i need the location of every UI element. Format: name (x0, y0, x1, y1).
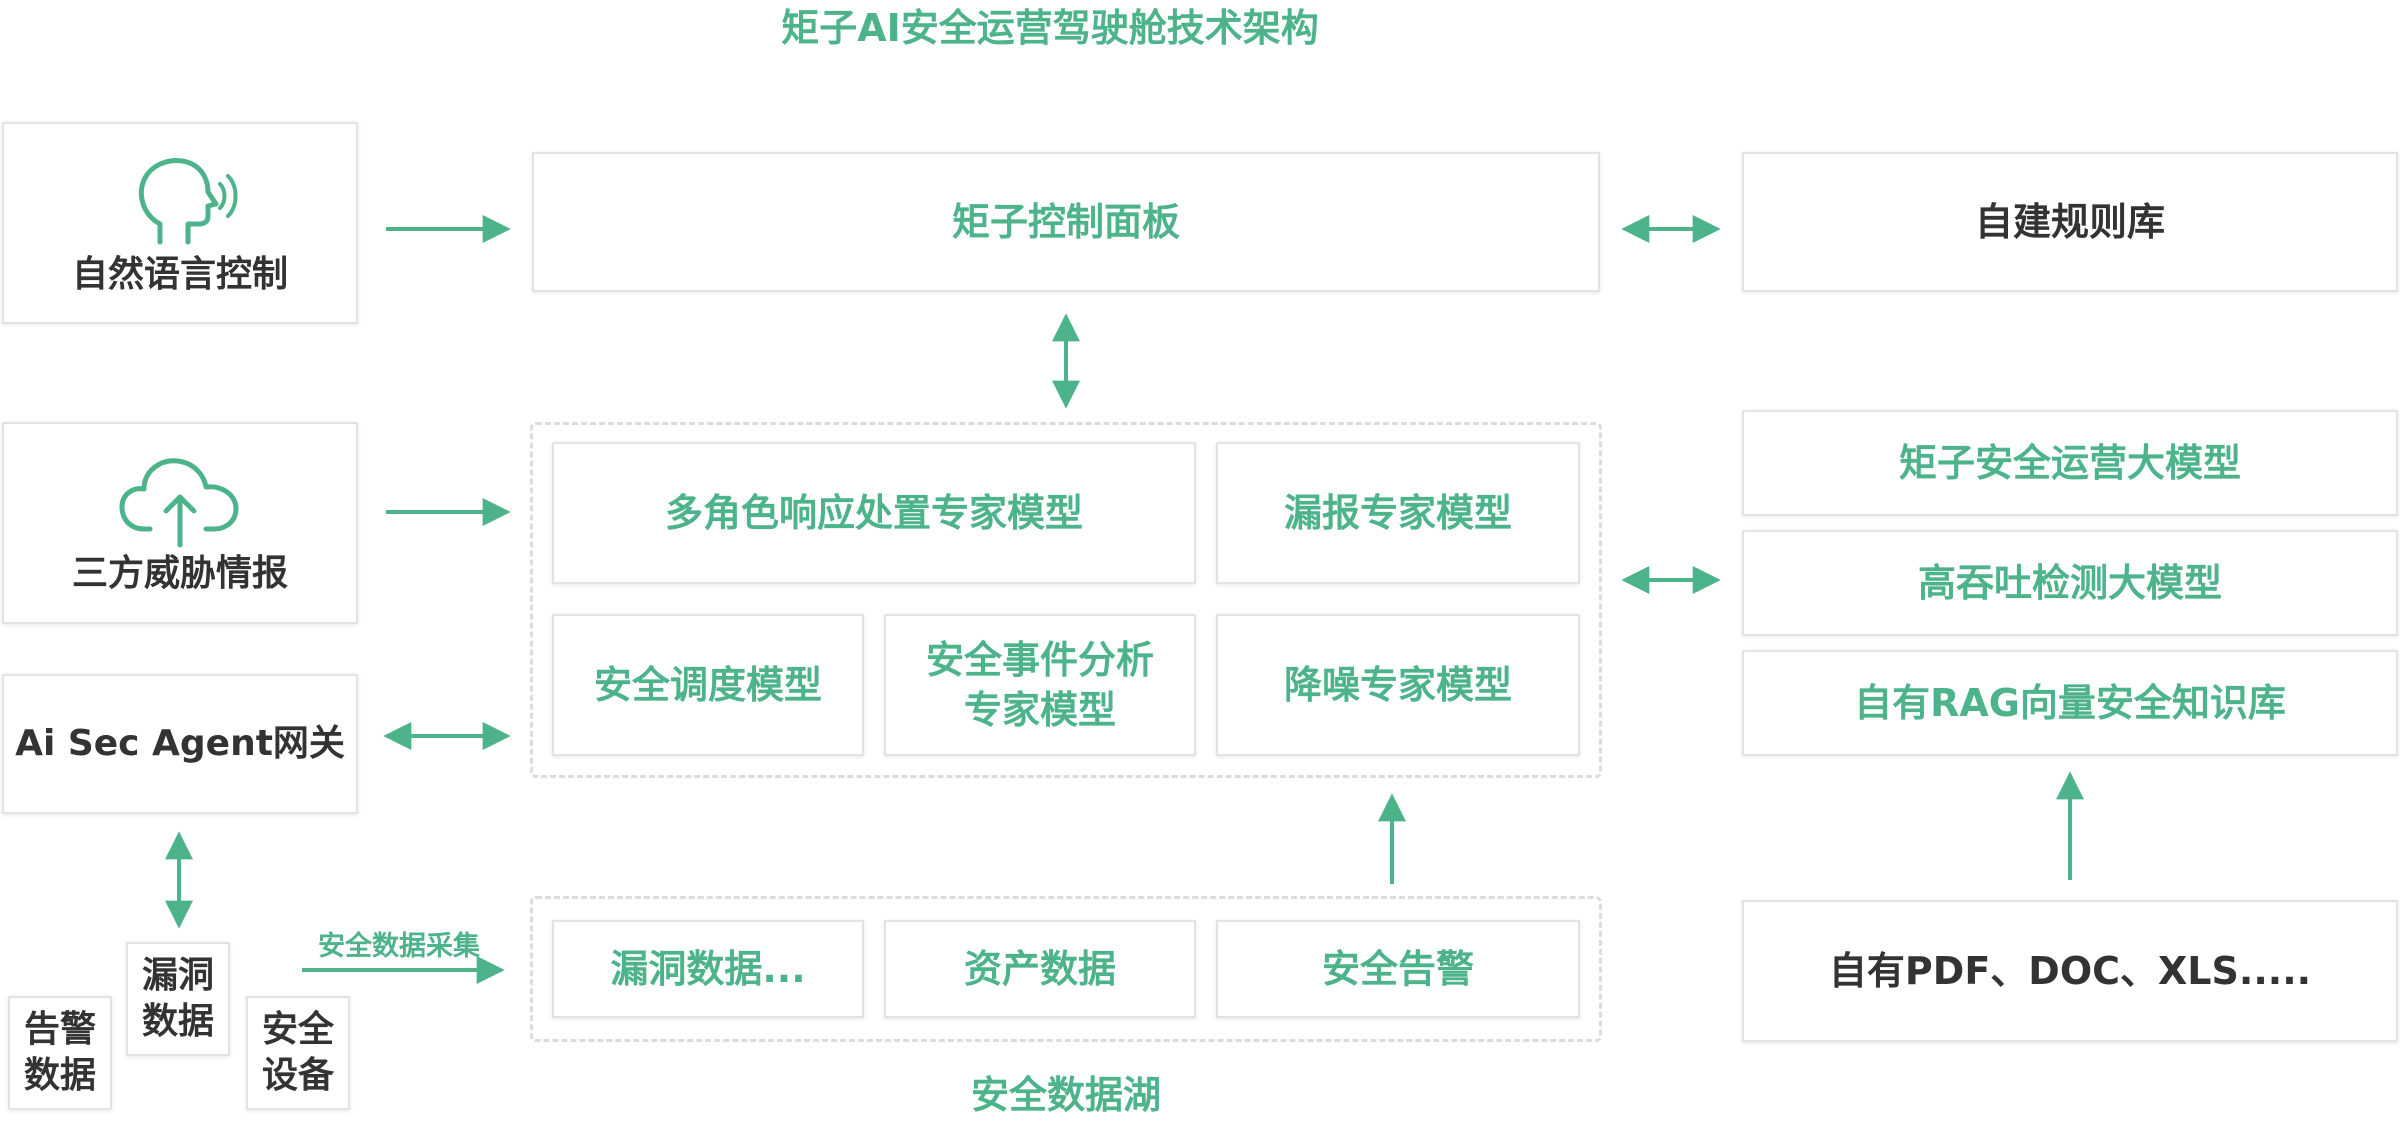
security-devices-line1: 安全 (261, 1009, 334, 1050)
asset-lake-box: 资产数据 (884, 920, 1196, 1018)
docs-box: 自有PDF、DOC、XLS..... (1742, 900, 2398, 1042)
alert-data-line1: 告警 (23, 1009, 96, 1050)
event-analysis-model-box: 安全事件分析 专家模型 (884, 614, 1196, 756)
vuln-lake-box: 漏洞数据... (552, 920, 864, 1018)
security-devices-line2: 设备 (261, 1055, 334, 1096)
rule-lib-box: 自建规则库 (1742, 152, 2398, 292)
gateway-box: Ai Sec Agent网关 (2, 674, 358, 814)
event-analysis-line1: 安全事件分析 (925, 638, 1154, 682)
alert-lake-box: 安全告警 (1216, 920, 1580, 1018)
scheduling-model-box: 安全调度模型 (552, 614, 864, 756)
alert-data-box: 告警 数据 (8, 996, 112, 1110)
vuln-data-box: 漏洞 数据 (126, 942, 230, 1056)
alert-data-line2: 数据 (23, 1055, 96, 1096)
denoise-model-box: 降噪专家模型 (1216, 614, 1580, 756)
multi-role-model-box: 多角色响应处置专家模型 (552, 442, 1196, 584)
cloud-upload-icon (110, 449, 250, 549)
collect-label: 安全数据采集 (318, 931, 480, 962)
data-lake-label: 安全数据湖 (970, 1073, 1161, 1117)
expert-models-group (530, 422, 1602, 778)
threat-intel-label: 三方威胁情报 (71, 553, 288, 594)
throughput-model-box: 高吞吐检测大模型 (1742, 530, 2398, 636)
ops-model-box: 矩子安全运营大模型 (1742, 410, 2398, 516)
vuln-data-line2: 数据 (141, 1001, 214, 1042)
security-devices-box: 安全 设备 (246, 996, 350, 1110)
leak-report-model-box: 漏报专家模型 (1216, 442, 1580, 584)
vuln-data-line1: 漏洞 (141, 955, 214, 996)
data-lake-group (530, 896, 1602, 1042)
threat-intel-box: 三方威胁情报 (2, 422, 358, 624)
rag-lib-box: 自有RAG向量安全知识库 (1742, 650, 2398, 756)
event-analysis-line2: 专家模型 (963, 688, 1116, 732)
nl-control-label: 自然语言控制 (71, 254, 288, 295)
page-title: 矩子AI安全运营驾驶舱技术架构 (781, 6, 1319, 50)
speaking-head-icon (120, 150, 240, 250)
control-panel-box: 矩子控制面板 (532, 152, 1600, 292)
nl-control-box: 自然语言控制 (2, 122, 358, 324)
